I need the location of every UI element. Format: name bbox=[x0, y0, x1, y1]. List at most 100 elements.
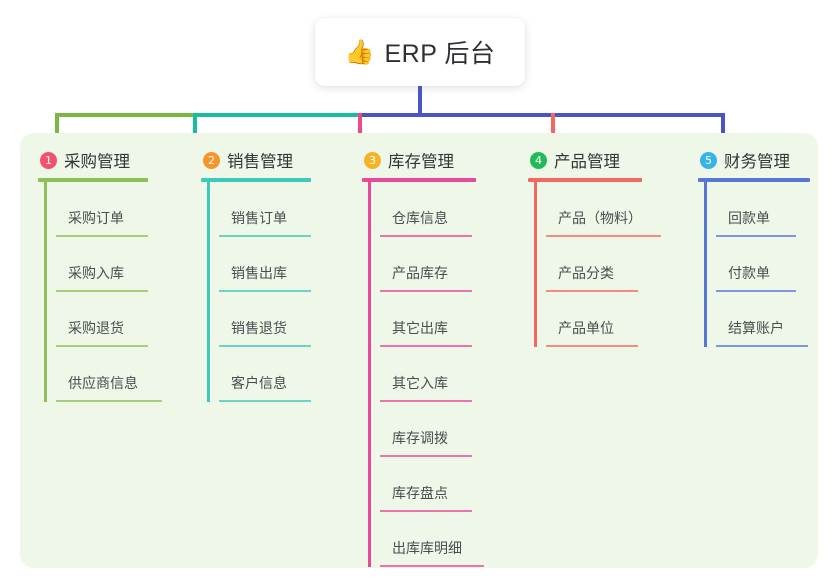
list-item-underline bbox=[219, 400, 311, 402]
list-item-underline bbox=[380, 235, 472, 237]
thumbs-up-icon: 👍 bbox=[344, 38, 375, 66]
spine-finance bbox=[704, 182, 707, 347]
badge-finance: 5 bbox=[700, 151, 717, 169]
list-item[interactable]: 销售出库 bbox=[219, 237, 311, 292]
root-node[interactable]: 👍 ERP 后台 bbox=[315, 18, 525, 86]
list-item-label: 产品库存 bbox=[392, 265, 448, 281]
list-item[interactable]: 库存盘点 bbox=[380, 457, 476, 512]
list-item-underline bbox=[546, 345, 638, 347]
segment-green bbox=[55, 113, 193, 117]
segment-teal bbox=[193, 113, 358, 117]
list-item-underline bbox=[380, 345, 472, 347]
list-item-underline bbox=[56, 235, 148, 237]
segment-blue bbox=[358, 113, 725, 117]
list-item-label: 销售退货 bbox=[231, 320, 287, 336]
list-item-underline bbox=[546, 290, 638, 292]
column-items-inventory: 仓库信息产品库存其它出库其它入库库存调拨库存盘点出库库明细 bbox=[368, 182, 484, 567]
list-item-label: 付款单 bbox=[728, 265, 770, 281]
drop-product bbox=[551, 113, 555, 148]
list-item[interactable]: 其它出库 bbox=[380, 292, 476, 347]
list-item-label: 出库库明细 bbox=[392, 540, 462, 556]
list-item-underline bbox=[546, 235, 661, 237]
badge-purchase: 1 bbox=[40, 151, 57, 169]
list-item[interactable]: 付款单 bbox=[716, 237, 810, 292]
list-item-underline bbox=[380, 565, 484, 567]
list-item[interactable]: 产品库存 bbox=[380, 237, 476, 292]
list-item[interactable]: 库存调拨 bbox=[380, 402, 476, 457]
list-item-underline bbox=[219, 345, 311, 347]
list-item[interactable]: 销售订单 bbox=[219, 182, 311, 237]
spine-purchase bbox=[44, 182, 47, 402]
list-item-label: 库存调拨 bbox=[392, 430, 448, 446]
list-item-label: 回款单 bbox=[728, 210, 770, 226]
list-item-label: 供应商信息 bbox=[68, 375, 138, 391]
column-items-product: 产品（物料） 产品分类产品单位 bbox=[534, 182, 661, 347]
column-items-finance: 回款单付款单结算账户 bbox=[704, 182, 810, 347]
spine-sales bbox=[207, 182, 210, 402]
list-item[interactable]: 结算账户 bbox=[716, 292, 810, 347]
column-underline-sales bbox=[201, 178, 311, 182]
list-item-underline bbox=[716, 345, 808, 347]
list-item-label: 客户信息 bbox=[231, 375, 287, 391]
list-item[interactable]: 其它入库 bbox=[380, 347, 476, 402]
drop-sales bbox=[193, 113, 197, 148]
list-item[interactable]: 客户信息 bbox=[219, 347, 311, 402]
column-underline-product bbox=[528, 178, 642, 182]
column-title-purchase: 采购管理 bbox=[64, 153, 130, 171]
root-title: ERP 后台 bbox=[384, 40, 496, 68]
list-item[interactable]: 产品单位 bbox=[546, 292, 642, 347]
column-header-inventory[interactable]: 3 库存管理 bbox=[362, 147, 476, 173]
list-item[interactable]: 采购退货 bbox=[56, 292, 148, 347]
spine-product bbox=[534, 182, 537, 347]
list-item-underline bbox=[716, 235, 796, 237]
column-underline-purchase bbox=[38, 178, 148, 182]
drop-finance bbox=[721, 113, 725, 148]
spine-inventory bbox=[368, 182, 371, 567]
list-item-underline bbox=[219, 235, 311, 237]
list-item[interactable]: 产品（物料） bbox=[546, 182, 661, 237]
column-underline-finance bbox=[698, 178, 810, 182]
column-title-finance: 财务管理 bbox=[724, 153, 790, 171]
column-header-purchase[interactable]: 1 采购管理 bbox=[38, 147, 148, 173]
list-item-underline bbox=[380, 400, 472, 402]
list-item-label: 产品单位 bbox=[558, 320, 614, 336]
list-item-underline bbox=[716, 290, 796, 292]
column-title-product: 产品管理 bbox=[554, 153, 620, 171]
drop-purchase bbox=[55, 113, 59, 148]
list-item-label: 产品分类 bbox=[558, 265, 614, 281]
column-inventory: 3 库存管理仓库信息产品库存其它出库其它入库库存调拨库存盘点出库库明细 bbox=[362, 147, 484, 567]
list-item-underline bbox=[380, 510, 472, 512]
column-title-sales: 销售管理 bbox=[227, 153, 293, 171]
list-item-label: 结算账户 bbox=[728, 320, 784, 336]
list-item-label: 采购订单 bbox=[68, 210, 124, 226]
column-title-inventory: 库存管理 bbox=[388, 153, 454, 171]
list-item[interactable]: 供应商信息 bbox=[56, 347, 162, 402]
list-item-label: 销售出库 bbox=[231, 265, 287, 281]
drop-inventory bbox=[358, 113, 362, 148]
list-item[interactable]: 采购入库 bbox=[56, 237, 148, 292]
list-item-label: 销售订单 bbox=[231, 210, 287, 226]
list-item[interactable]: 仓库信息 bbox=[380, 182, 476, 237]
column-finance: 5 财务管理回款单付款单结算账户 bbox=[698, 147, 810, 347]
list-item-underline bbox=[56, 345, 148, 347]
column-items-purchase: 采购订单采购入库采购退货供应商信息 bbox=[44, 182, 162, 402]
column-items-sales: 销售订单销售出库销售退货客户信息 bbox=[207, 182, 311, 402]
list-item[interactable]: 出库库明细 bbox=[380, 512, 484, 567]
list-item[interactable]: 采购订单 bbox=[56, 182, 148, 237]
list-item[interactable]: 回款单 bbox=[716, 182, 810, 237]
list-item-label: 采购退货 bbox=[68, 320, 124, 336]
column-header-finance[interactable]: 5 财务管理 bbox=[698, 147, 810, 173]
column-purchase: 1 采购管理采购订单采购入库采购退货供应商信息 bbox=[38, 147, 162, 402]
list-item[interactable]: 产品分类 bbox=[546, 237, 642, 292]
badge-inventory: 3 bbox=[364, 151, 381, 169]
list-item[interactable]: 销售退货 bbox=[219, 292, 311, 347]
list-item-underline bbox=[380, 455, 472, 457]
list-item-label: 产品（物料） bbox=[558, 210, 642, 226]
list-item-underline bbox=[380, 290, 472, 292]
root-connector-stem bbox=[418, 86, 422, 116]
